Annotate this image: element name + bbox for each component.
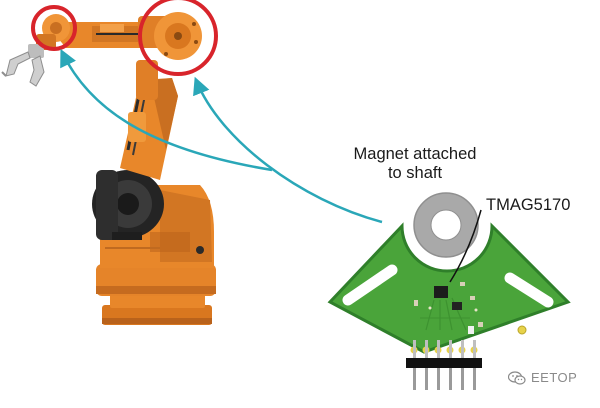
callout-arrow-to-shoulder [193,76,383,224]
sensor-chip-label: TMAG5170 [486,196,571,214]
pcb-mounting-slot-left [342,264,398,306]
pcb-mounting-slot-right [504,272,554,308]
tmag5170-sensor-chip [434,286,448,298]
magnet-label: Magnet attached to shaft [330,145,500,183]
wrist-highlight-circle [31,5,77,51]
watermark-text: EETOP [531,370,578,385]
industrial-robot-arm [1,12,216,325]
callout-arrow-to-wrist [60,48,273,172]
robot-lower-arm [120,60,178,180]
magnet-ring [413,192,479,258]
pcb-pin-header-connector [406,340,482,390]
robot-shoulder-joint [154,12,202,60]
robot-base [96,264,216,325]
watermark: EETOP [508,370,577,385]
wechat-icon [508,370,526,385]
magnet-label-line2: to shaft [387,164,443,182]
robot-gripper [1,44,45,87]
robot-wrist-joint [36,14,70,50]
chip-leader-line [449,209,482,283]
magnet-label-line1: Magnet attached [353,145,477,163]
sensor-pcb-board [327,222,571,390]
robot-motor-housing [92,170,164,240]
shoulder-highlight-circle [138,0,218,76]
